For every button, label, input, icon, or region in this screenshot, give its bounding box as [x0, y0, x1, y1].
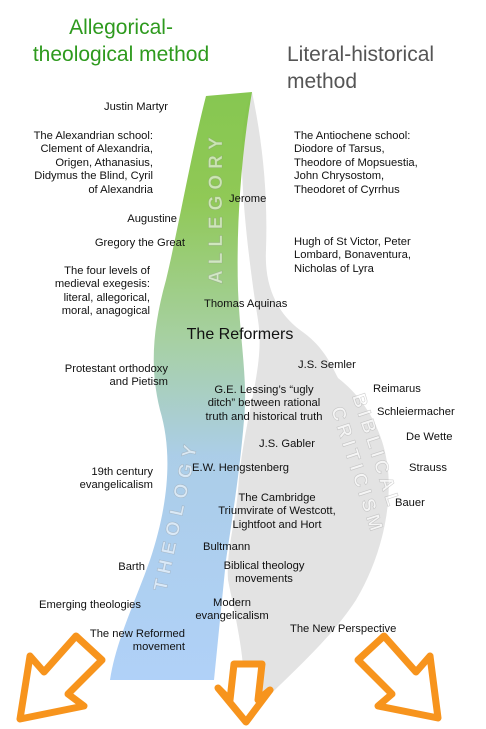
label-new-reformed: The new Reformed movement [89, 628, 185, 654]
label-gregory: Gregory the Great [94, 237, 185, 249]
label-barth: Barth [118, 561, 145, 573]
label-de-wette: De Wette [406, 431, 453, 443]
label-reimarus: Reimarus [373, 383, 421, 395]
label-four-levels: The four levels of medieval exegesis: li… [54, 265, 150, 318]
label-strauss: Strauss [409, 462, 447, 474]
label-bauer: Bauer [395, 497, 425, 509]
label-gabler: J.S. Gabler [259, 438, 315, 450]
arrow-center [214, 660, 274, 726]
label-alexandrian-school: The Alexandrian school: Clement of Alexa… [33, 130, 153, 196]
label-the-reformers: The Reformers [186, 326, 294, 343]
label-new-perspective: The New Perspective [290, 623, 397, 635]
label-lessing: G.E. Lessing’s “ugly ditch” between rati… [205, 384, 323, 423]
label-jerome: Jerome [229, 193, 267, 205]
allegorical-method-heading: Allegorical- theological method [32, 16, 210, 66]
arrow-left [16, 632, 106, 723]
label-19th-evangelicalism: 19th century evangelicalism [79, 466, 153, 492]
literal-method-heading: Literal-historical method [287, 43, 435, 93]
label-emerging-theologies: Emerging theologies [39, 599, 141, 611]
allegory-stream-label: ALLEGORY [206, 131, 227, 284]
label-augustine: Augustine [127, 213, 177, 225]
label-semler: J.S. Semler [298, 359, 356, 371]
label-thomas-aquinas: Thomas Aquinas [204, 298, 288, 310]
criticism-stream [227, 92, 389, 703]
label-biblical-theology: Biblical theology movements [223, 560, 305, 586]
label-bultmann: Bultmann [203, 541, 251, 553]
label-schleiermacher: Schleiermacher [377, 406, 455, 418]
label-hugh-lombard-lyra: Hugh of St Victor, Peter Lombard, Bonave… [294, 236, 411, 275]
label-modern-evangelicalism: Modern evangelicalism [195, 597, 269, 623]
arrow-right [354, 632, 442, 722]
allegory-theology-stream [110, 92, 252, 680]
label-cambridge-triumvirate: The Cambridge Triumvirate of Westcott, L… [218, 492, 336, 531]
label-justin-martyr: Justin Martyr [103, 101, 168, 113]
label-protestant-orthodoxy: Protestant orthodoxy and Pietism [64, 363, 168, 389]
label-hengstenberg: E.W. Hengstenberg [192, 462, 290, 474]
label-antiochene-school: The Antiochene school: Diodore of Tarsus… [294, 130, 418, 196]
